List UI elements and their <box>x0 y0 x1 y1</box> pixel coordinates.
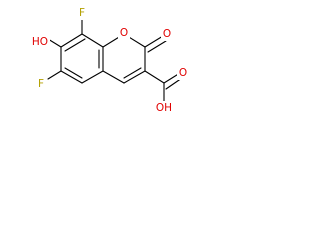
bond <box>47 70 62 80</box>
bond <box>60 70 83 84</box>
bond <box>144 35 164 48</box>
molecule-structure: F HO F O O OH O <box>30 6 189 115</box>
carbonyl-oxygen-label: O <box>161 27 173 41</box>
fluorine-bottom-label: F <box>35 77 47 91</box>
fluorine-top-text: F <box>79 7 85 19</box>
bond <box>147 40 167 53</box>
fluorine-bottom-text: F <box>38 78 44 90</box>
atom-labels: F HO F O O OH O <box>30 6 189 115</box>
fluorine-top-label: F <box>76 6 88 20</box>
ring-oxygen-label: O <box>118 26 130 40</box>
bond <box>64 38 86 52</box>
bond <box>60 33 83 48</box>
bond <box>102 70 125 84</box>
carboxylic-acid-text: OH <box>156 102 172 114</box>
ring-oxygen-text: O <box>120 27 128 39</box>
bond <box>81 70 104 84</box>
bond <box>123 67 142 79</box>
carbonyl-oxygen-text: O <box>163 28 171 40</box>
carboxyl-oxygen-text: O <box>179 67 187 79</box>
bond <box>144 70 165 84</box>
carboxyl-oxygen-label: O <box>177 66 189 80</box>
bond <box>123 70 146 84</box>
hydroxy-text: HO <box>32 36 48 48</box>
hydroxy-label: HO <box>30 35 50 49</box>
bond <box>47 38 62 48</box>
bond <box>81 33 104 48</box>
carboxylic-acid-label: OH <box>154 101 174 115</box>
bond <box>64 67 83 79</box>
